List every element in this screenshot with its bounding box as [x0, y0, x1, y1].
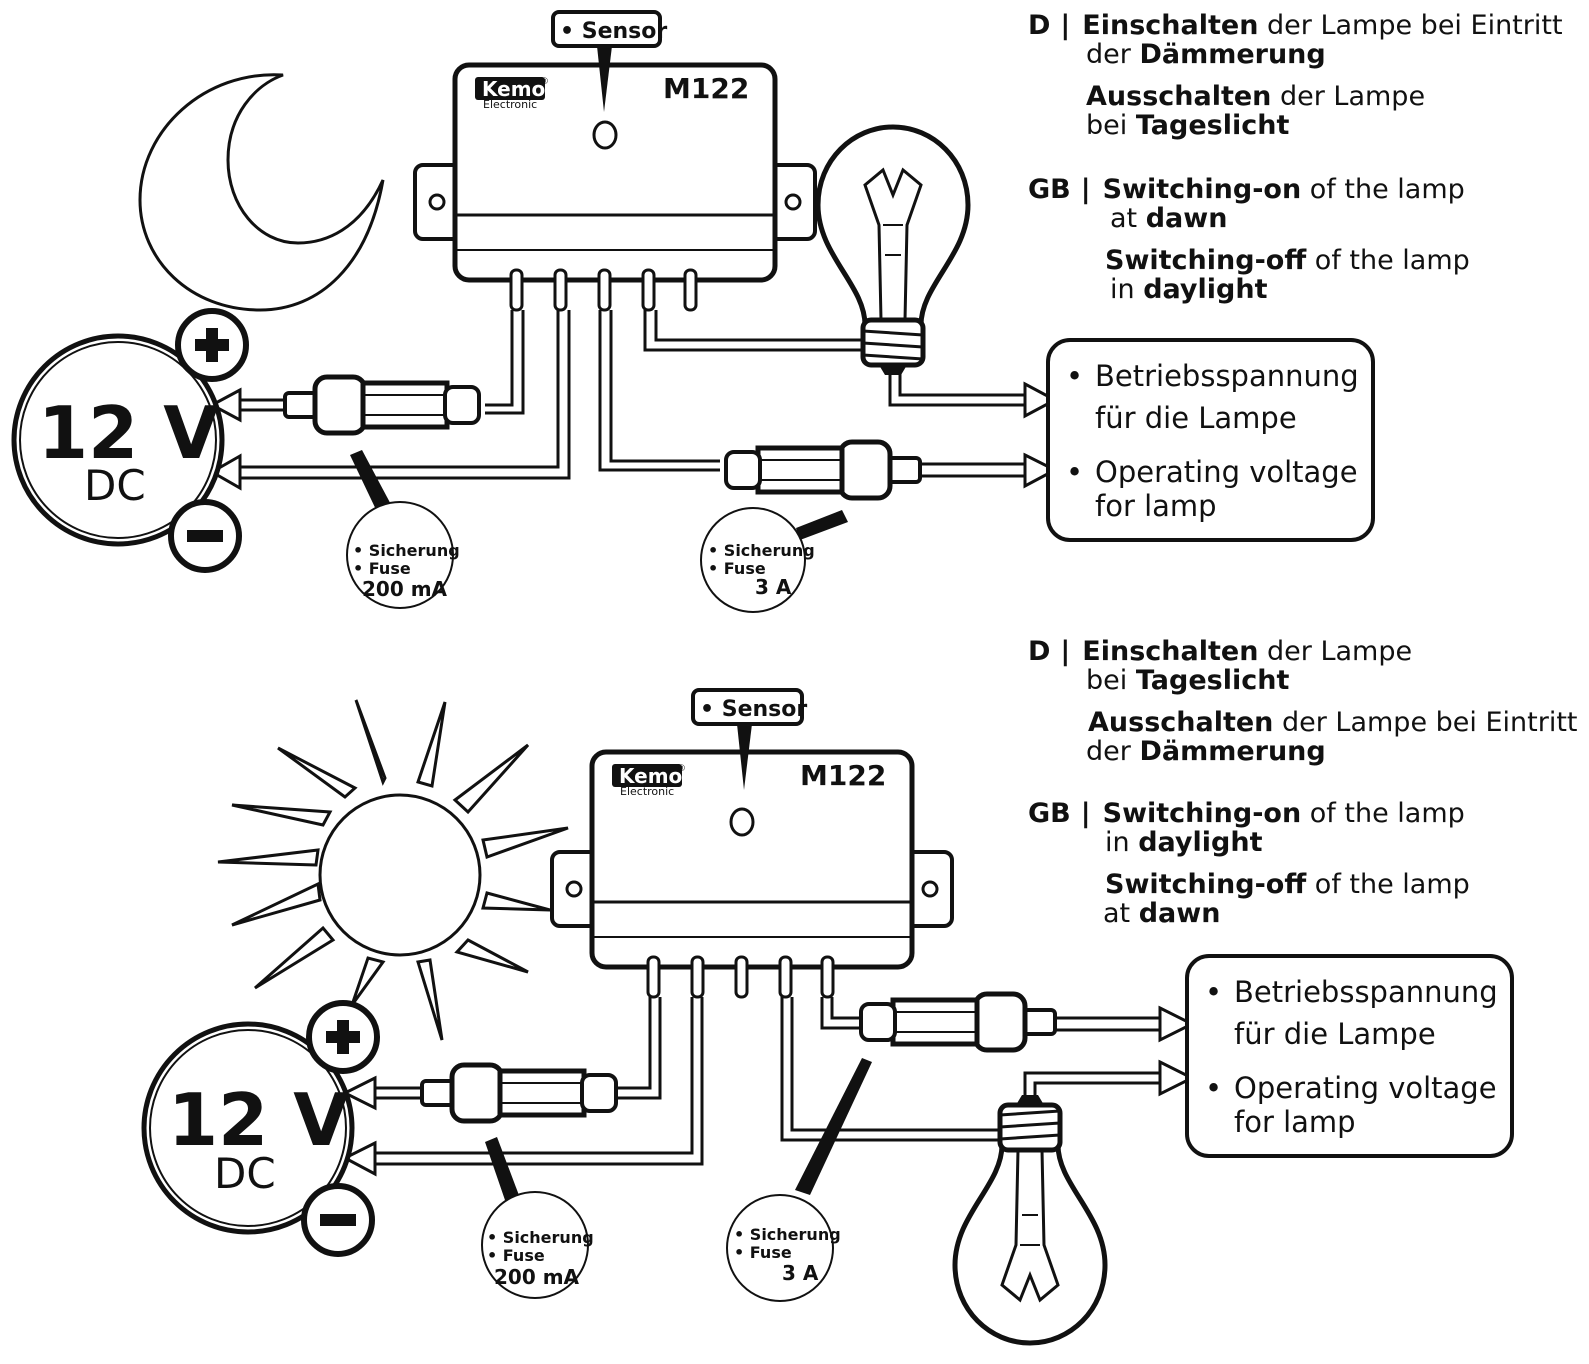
operating-en-line2: for lamp [1234, 1105, 1356, 1139]
fuse-callout-line1: • Sicherung [487, 1228, 594, 1247]
fuse-callout-line1: • Sicherung [708, 541, 815, 560]
module-m122 [415, 65, 815, 310]
operating-de-line1: Betriebsspannung [1095, 359, 1359, 393]
fuse-callout-value: 200 mA [362, 577, 448, 601]
fuse-callout-200ma-top [346, 501, 454, 609]
svg-text:der Dämmerung: der Dämmerung [1086, 39, 1326, 70]
model-label: M122 [800, 759, 886, 792]
fuse-callout-value: 3 A [755, 575, 792, 599]
brand-logo: Kemo [619, 764, 682, 788]
svg-text:Switching-off of the lamp: Switching-off of the lamp [1105, 869, 1470, 900]
svg-text:Ausschalten der Lampe bei Eint: Ausschalten der Lampe bei Eintritt [1088, 707, 1578, 738]
brand-sub: Electronic [620, 785, 674, 798]
sensor-label: • Sensor [700, 697, 807, 722]
fuse-200ma-top [285, 377, 479, 433]
power-source-12v [11, 333, 225, 547]
description-top: D|Einschalten der Lampe bei Eintritt der… [1028, 10, 1563, 305]
bullet: • [1066, 359, 1083, 393]
svg-text:D|Einschalten der Lampe bei Ei: D|Einschalten der Lampe bei Eintritt [1028, 10, 1563, 41]
operating-de-line2: für die Lampe [1095, 401, 1297, 435]
operating-de-line2: für die Lampe [1234, 1017, 1436, 1051]
fuse-3a-top [726, 442, 920, 498]
svg-text:Ausschalten der Lampe: Ausschalten der Lampe [1086, 81, 1425, 112]
sun-icon [217, 699, 569, 1041]
fuse-callout-value: 200 mA [494, 1265, 580, 1289]
voltage-label: 12 V [168, 1078, 349, 1162]
bullet: • [1066, 455, 1083, 489]
fuse-callout-line1: • Sicherung [734, 1225, 841, 1244]
svg-text:GB|Switching-on of the lamp: GB|Switching-on of the lamp [1028, 798, 1465, 829]
fuse-callout-line2: • Fuse [708, 559, 766, 578]
brand-sub: Electronic [483, 98, 537, 111]
bottom-diagram: Kemo ® Electronic M122 • Sensor [141, 636, 1578, 1343]
bullet: • [1205, 1071, 1222, 1105]
fuse-callout-line2: • Fuse [353, 559, 411, 578]
operating-en-line1: Operating voltage [1095, 455, 1358, 489]
brand-logo: Kemo [482, 77, 545, 101]
brand-mark: ® [677, 764, 686, 774]
fuse-callout-200ma-bottom [481, 1191, 589, 1299]
module-m122 [552, 752, 952, 997]
lamp-icon [818, 127, 968, 375]
operating-en-line2: for lamp [1095, 489, 1217, 523]
power-source-12v [141, 1021, 355, 1235]
fuse-3a-bottom [861, 994, 1055, 1050]
lamp-icon [955, 1095, 1105, 1343]
fuse-callout-line2: • Fuse [734, 1243, 792, 1262]
bullet: • [1205, 975, 1222, 1009]
fuse-200ma-bottom [422, 1065, 616, 1121]
svg-text:bei Tageslicht: bei Tageslicht [1086, 665, 1289, 696]
voltage-label: 12 V [38, 391, 219, 475]
operating-voltage-box [1046, 338, 1375, 542]
svg-text:at dawn: at dawn [1103, 898, 1220, 929]
voltage-type: DC [84, 461, 146, 510]
svg-text:in daylight: in daylight [1110, 274, 1268, 305]
fuse-callout-line1: • Sicherung [353, 541, 460, 560]
svg-text:Switching-off of the lamp: Switching-off of the lamp [1105, 245, 1470, 276]
operating-en-line1: Operating voltage [1234, 1071, 1497, 1105]
svg-text:D|Einschalten der Lampe: D|Einschalten der Lampe [1028, 636, 1412, 667]
model-label: M122 [663, 72, 749, 105]
voltage-type: DC [214, 1149, 276, 1198]
sensor-label: • Sensor [560, 19, 667, 44]
fuse-callout-3a-bottom [726, 1194, 834, 1302]
top-diagram: Kemo ® Electronic M122 • Sensor [11, 10, 1563, 613]
description-bottom: D|Einschalten der Lampe bei Tageslicht A… [1028, 636, 1578, 929]
svg-text:GB|Switching-on of the lamp: GB|Switching-on of the lamp [1028, 174, 1465, 205]
operating-de-line1: Betriebsspannung [1234, 975, 1498, 1009]
fuse-callout-3a-top [700, 507, 806, 613]
fuse-callout-value: 3 A [782, 1261, 819, 1285]
svg-text:bei Tageslicht: bei Tageslicht [1086, 110, 1289, 141]
operating-voltage-box [1185, 954, 1514, 1158]
svg-text:der Dämmerung: der Dämmerung [1086, 736, 1326, 767]
moon-icon [138, 73, 385, 312]
svg-text:at dawn: at dawn [1110, 203, 1227, 234]
brand-mark: ® [540, 77, 549, 87]
svg-text:in daylight: in daylight [1105, 827, 1263, 858]
fuse-callout-line2: • Fuse [487, 1246, 545, 1265]
